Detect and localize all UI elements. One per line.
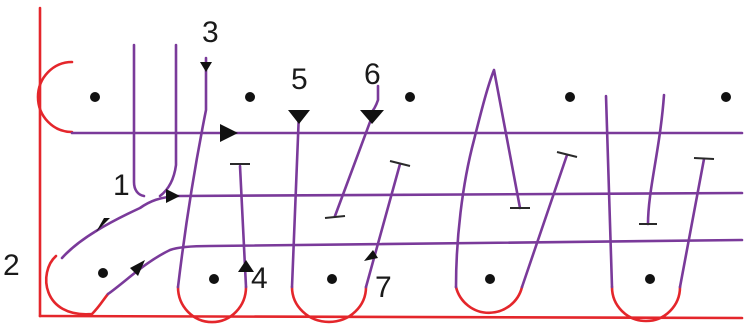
strand-peak bbox=[454, 68, 522, 289]
label-2: 2 bbox=[3, 249, 20, 282]
bar-marker bbox=[556, 151, 578, 158]
dots bbox=[90, 92, 731, 284]
dot bbox=[327, 274, 337, 284]
label-7: 7 bbox=[375, 271, 392, 304]
dot bbox=[565, 92, 575, 102]
bottom-left-cap-arc bbox=[44, 254, 110, 316]
arrow-down-icon bbox=[200, 62, 212, 72]
dot bbox=[98, 268, 108, 278]
cup-arc-4 bbox=[610, 285, 682, 323]
strand-7 bbox=[364, 162, 402, 289]
dot bbox=[209, 274, 219, 284]
strand-hook bbox=[646, 93, 666, 226]
arrow-up-right-icon bbox=[130, 260, 145, 276]
bottom-boundary-line bbox=[38, 314, 744, 320]
label-4: 4 bbox=[251, 262, 268, 295]
strand-3 bbox=[176, 56, 208, 289]
vertical-strands bbox=[132, 43, 706, 289]
labels: 1 2 3 4 5 6 7 bbox=[3, 16, 392, 304]
label-1: 1 bbox=[113, 169, 130, 202]
top-left-cap-arc bbox=[36, 60, 74, 134]
arrow-down-icon bbox=[288, 110, 310, 124]
dot bbox=[90, 92, 100, 102]
bar-end-markers bbox=[230, 151, 715, 225]
label-5: 5 bbox=[291, 63, 308, 96]
arrow-down-left-icon bbox=[96, 218, 110, 232]
horizontal-strands bbox=[60, 131, 744, 296]
dot bbox=[721, 92, 731, 102]
strand-5 bbox=[290, 110, 301, 289]
middle-horizontal-strand bbox=[60, 191, 744, 260]
boundary bbox=[36, 6, 744, 324]
bottom-horizontal-strand bbox=[106, 238, 744, 296]
cup-arc-2 bbox=[290, 285, 368, 324]
strand-6-lower bbox=[333, 120, 372, 218]
strand-left-of-last bbox=[604, 94, 614, 289]
dot bbox=[485, 274, 495, 284]
arrowheads bbox=[96, 62, 384, 276]
bar-marker bbox=[389, 160, 411, 167]
arrow-right-icon bbox=[166, 189, 180, 203]
bar-marker bbox=[693, 157, 715, 160]
arrow-up-icon bbox=[364, 250, 378, 261]
dot bbox=[245, 92, 255, 102]
arrow-down-icon bbox=[360, 110, 384, 124]
cup-arc-3 bbox=[454, 285, 524, 315]
strand-last bbox=[678, 157, 706, 289]
strand-u-right bbox=[158, 43, 178, 198]
dot bbox=[405, 92, 415, 102]
strand-u-left bbox=[132, 43, 146, 198]
cup-arc-1 bbox=[176, 285, 248, 324]
strand-diagonal bbox=[520, 153, 569, 289]
dot bbox=[645, 274, 655, 284]
arrow-right-icon bbox=[220, 124, 238, 142]
label-3: 3 bbox=[202, 16, 219, 49]
arrow-up-icon bbox=[238, 260, 254, 272]
label-6: 6 bbox=[364, 58, 381, 91]
bar-marker bbox=[324, 215, 346, 219]
